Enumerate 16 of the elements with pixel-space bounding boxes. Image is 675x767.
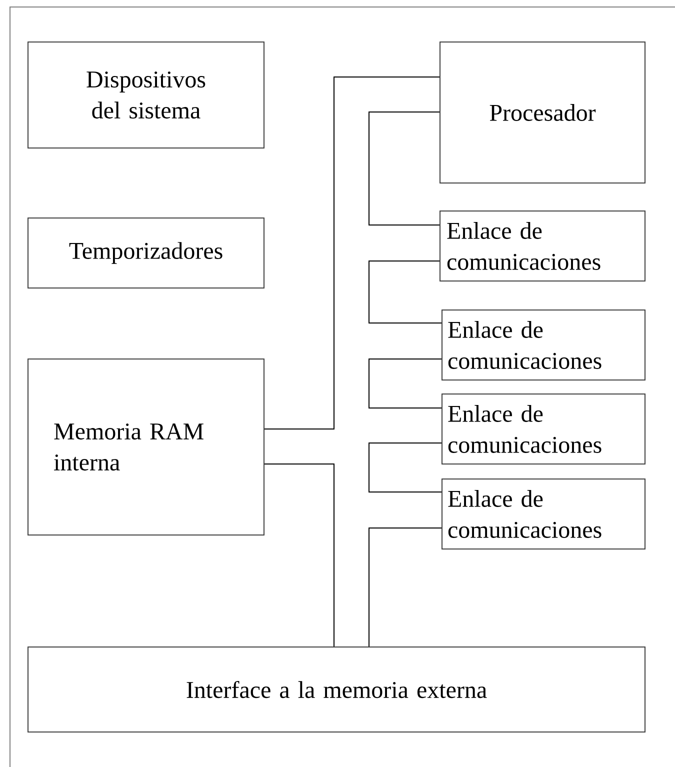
block-box: Enlace de comunicaciones xyxy=(442,478,646,550)
block-box: Temporizadores xyxy=(28,218,264,288)
block-box: Enlace de comunicaciones xyxy=(442,310,646,380)
block-box: Memoria RAM interna xyxy=(28,358,264,536)
connector-line xyxy=(368,442,442,492)
block-box: Procesador xyxy=(440,42,646,184)
connector-line xyxy=(264,76,440,430)
connector-line xyxy=(368,528,442,647)
block-box: Dispositivos del sistema xyxy=(28,42,264,148)
connector-line xyxy=(264,464,334,647)
connector-line xyxy=(368,260,442,324)
connector-line xyxy=(368,358,442,408)
block-box: Interface a la memoria externa xyxy=(28,646,646,732)
block-box: Enlace de comunicaciones xyxy=(440,210,646,282)
connector-line xyxy=(368,112,440,226)
block-box: Enlace de comunicaciones xyxy=(442,394,646,464)
